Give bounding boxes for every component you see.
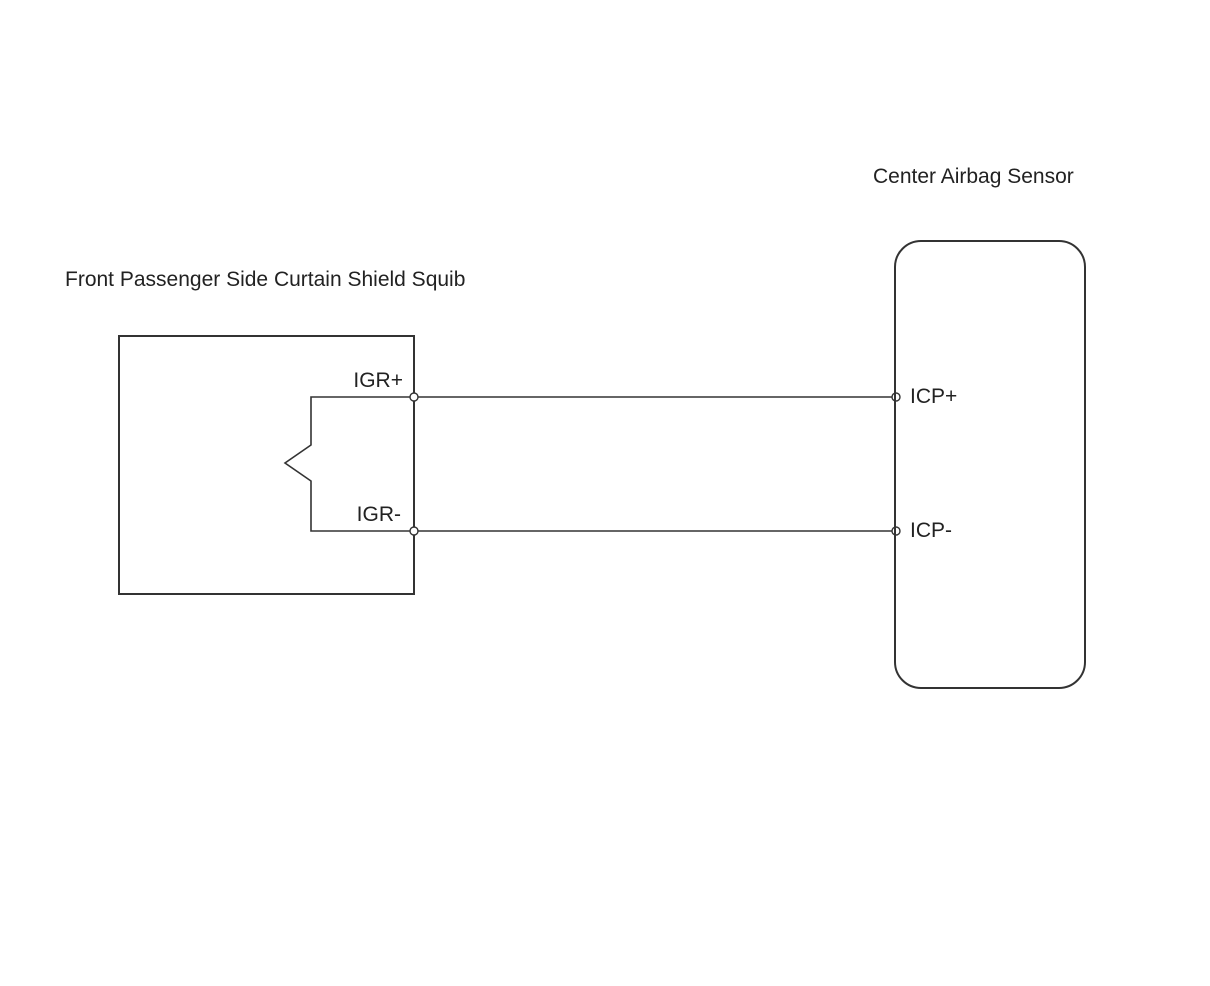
sensor-pin-icp-minus-label: ICP- xyxy=(910,519,952,542)
terminal-igr-minus xyxy=(409,526,419,536)
sensor-component: Center Airbag Sensor ICP+ ICP- xyxy=(873,165,1086,689)
sensor-box xyxy=(894,240,1086,689)
sensor-title: Center Airbag Sensor xyxy=(873,165,1074,188)
squib-pin-igr-minus-label: IGR- xyxy=(357,503,401,526)
squib-element-symbol xyxy=(283,396,414,532)
squib-component: Front Passenger Side Curtain Shield Squi… xyxy=(65,268,465,595)
sensor-pin-icp-plus-label: ICP+ xyxy=(910,385,957,408)
terminal-igr-plus xyxy=(409,392,419,402)
squib-pin-igr-plus-label: IGR+ xyxy=(353,369,403,392)
squib-title: Front Passenger Side Curtain Shield Squi… xyxy=(65,268,465,291)
squib-box xyxy=(118,335,415,595)
